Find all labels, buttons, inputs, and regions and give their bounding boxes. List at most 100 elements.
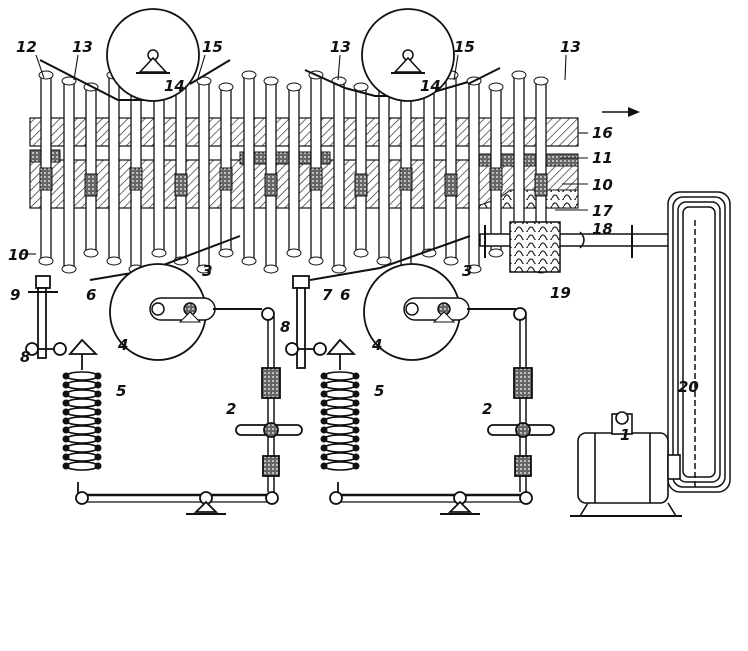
part-labels: 1 2 2 3 3 4 4 5 5 6 6 7 8 8 9 10 10 11 1…	[8, 38, 699, 444]
label-5-right: 5	[374, 382, 384, 400]
lower-pulley-right	[363, 263, 516, 361]
spring-wire-dot	[62, 444, 70, 452]
pin-cap-bottom	[61, 264, 77, 274]
upper-pulley-left	[106, 8, 200, 102]
pin-cap-bottom	[443, 256, 459, 266]
spring-wire-dot	[62, 390, 70, 398]
spring-coil	[65, 434, 99, 444]
leader-lines	[22, 54, 588, 255]
label-9: 9	[10, 286, 20, 304]
label-15-right: 15	[454, 38, 475, 56]
pin-roller	[198, 77, 210, 273]
spring-wire-dot	[62, 435, 70, 443]
spring-coil	[323, 371, 357, 381]
spring-wire-dot	[94, 390, 102, 398]
pin-cap-top	[511, 70, 527, 80]
pin-block	[84, 173, 98, 197]
spring-wire-dot	[352, 444, 360, 452]
pin-roller	[175, 71, 187, 265]
spring-wire-dot	[320, 372, 328, 380]
pin-roller	[423, 83, 435, 257]
pin-block	[129, 167, 143, 191]
pin-cap-top	[533, 76, 549, 86]
pin-block	[444, 173, 458, 197]
pin-block	[219, 167, 233, 191]
pin-cap-bottom	[196, 264, 212, 274]
pin-cap-bottom	[331, 264, 347, 274]
spring-coil	[65, 398, 99, 408]
label-15-left: 15	[202, 38, 223, 56]
spring-coil	[323, 461, 357, 471]
spring-coil	[65, 443, 99, 453]
spring-coil	[65, 407, 99, 417]
pin-cap-bottom	[218, 248, 234, 258]
right-linkage	[285, 275, 555, 515]
pin-cap-bottom	[241, 256, 257, 266]
left-linkage	[25, 275, 303, 515]
pin-roller	[333, 77, 345, 273]
spring-wire-dot	[62, 408, 70, 416]
spring-wire-dot	[320, 408, 328, 416]
spring-wire-dot	[94, 417, 102, 425]
spring-wire-dot	[94, 462, 102, 470]
spring-wire-dot	[352, 462, 360, 470]
spring-wire-dot	[352, 426, 360, 434]
spring-coil	[323, 425, 357, 435]
pin-roller	[153, 83, 165, 257]
lower-pulley-left	[109, 263, 262, 361]
label-8-left: 8	[20, 348, 30, 366]
spring-wire-dot	[352, 408, 360, 416]
spring-coil	[65, 461, 99, 471]
spring-wire-dot	[62, 453, 70, 461]
spring-coil	[323, 434, 357, 444]
pin-cap-top	[353, 82, 369, 92]
pin-block	[174, 173, 188, 197]
pin-cap-top	[61, 76, 77, 86]
spring-wire-dot	[352, 381, 360, 389]
spring-coil	[65, 380, 99, 390]
label-16: 16	[592, 124, 613, 142]
upper-plate-band	[29, 117, 579, 147]
spring-coil	[65, 425, 99, 435]
spring-coil	[323, 407, 357, 417]
spring-coil	[323, 380, 357, 390]
spring-wire-dot	[94, 408, 102, 416]
pin-cap-top	[286, 82, 302, 92]
pin-roller	[355, 83, 367, 257]
spring-wire-dot	[320, 399, 328, 407]
spring-wire-dot	[320, 462, 328, 470]
lower-plate-band	[29, 159, 579, 209]
spring-wire-dot	[94, 372, 102, 380]
pin-cap-bottom	[488, 248, 504, 258]
label-13-c: 13	[560, 38, 581, 56]
pin-roller	[468, 77, 480, 273]
spring-wire-dot	[62, 381, 70, 389]
spring-coil	[323, 416, 357, 426]
pin-block	[39, 167, 53, 191]
label-12: 12	[16, 38, 37, 56]
pin-cap-bottom	[286, 248, 302, 258]
spring-wire-dot	[320, 381, 328, 389]
pin-cap-bottom	[38, 256, 54, 266]
label-14-left: 14	[164, 77, 185, 95]
label-11: 11	[592, 149, 613, 167]
pin-roller	[243, 71, 255, 265]
pin-block	[264, 173, 278, 197]
pin-cap-bottom	[106, 256, 122, 266]
label-5-left: 5	[116, 382, 126, 400]
label-4-right: 4	[371, 336, 382, 354]
pin-cap-bottom	[376, 256, 392, 266]
pin-block	[534, 173, 548, 197]
motor	[570, 411, 682, 517]
spring-coil	[323, 443, 357, 453]
label-8-right: 8	[280, 318, 290, 336]
label-13-b: 13	[330, 38, 351, 56]
pin-roller	[378, 71, 390, 265]
label-13-a: 13	[72, 38, 93, 56]
spring-wire-dot	[94, 399, 102, 407]
spring-wire-dot	[94, 453, 102, 461]
spring-coil	[323, 389, 357, 399]
spring-wire-dot	[352, 453, 360, 461]
spring-wire-dot	[320, 453, 328, 461]
pin-block	[309, 167, 323, 191]
